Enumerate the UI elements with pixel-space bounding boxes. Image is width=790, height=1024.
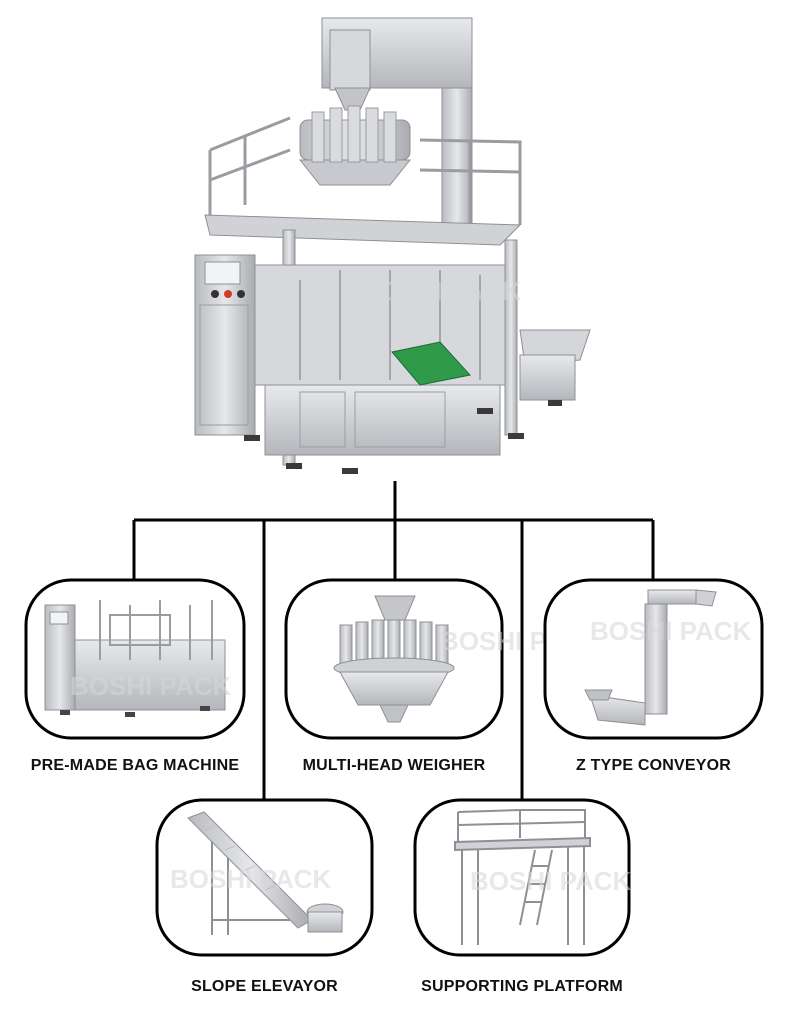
main-packing-machine-illustration: BOSHI PACK	[194, 17, 591, 474]
caption-supporting-platform: SUPPORTING PLATFORM	[421, 978, 623, 995]
box-pre-made-bag-machine: BOSHI PACK	[24, 578, 246, 740]
box-z-type-conveyor: BOSHI PACK	[543, 578, 764, 740]
box-supporting-platform: BOSHI PACK	[413, 798, 632, 957]
caption-pre-made-bag-machine: PRE-MADE BAG MACHINE	[30, 757, 240, 774]
main-watermark: BOSHI PACK	[360, 276, 522, 306]
box1-watermark: BOSHI PACK	[70, 671, 232, 701]
caption-z-type-conveyor: Z TYPE CONVEYOR	[575, 757, 732, 774]
connector-tree	[132, 481, 655, 800]
slope-elevayor-image: BOSHI PACK	[170, 811, 344, 935]
box5-watermark: BOSHI PACK	[470, 866, 632, 896]
caption-multi-head-weigher: MULTI-HEAD WEIGHER	[302, 757, 486, 774]
z-type-conveyor-image: BOSHI PACK	[584, 589, 752, 726]
caption-slope-elevayor: SLOPE ELEVAYOR	[191, 978, 338, 995]
box-slope-elevayor: BOSHI PACK	[155, 798, 374, 957]
box3-watermark: BOSHI PACK	[590, 616, 752, 646]
box4-watermark: BOSHI PACK	[170, 864, 332, 894]
pre-made-bag-machine-image: BOSHI PACK	[44, 600, 232, 717]
supporting-platform-image: BOSHI PACK	[454, 808, 632, 945]
